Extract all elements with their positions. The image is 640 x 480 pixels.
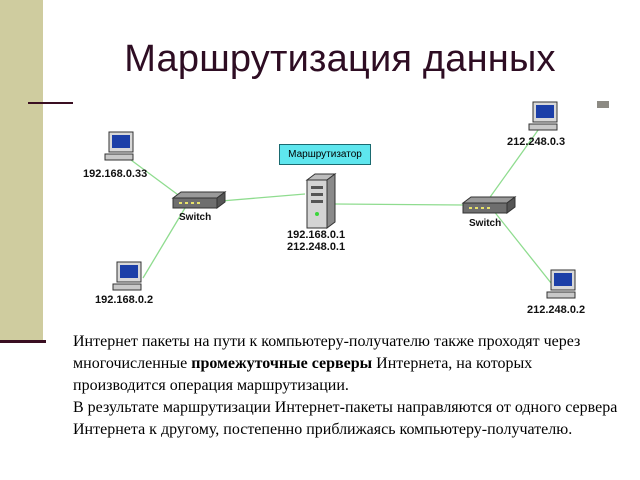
ip-label-pc-bottom-right: 212.248.0.2 <box>527 304 586 316</box>
ip-label-pc-bottom-left: 192.168.0.2 <box>95 294 154 306</box>
paragraph-1-end: Интернета, на которых производится опера… <box>73 355 533 394</box>
router-label-box: Маршрутизатор <box>279 144 371 165</box>
title-rule-left <box>28 102 73 104</box>
switch-label-right: Switch <box>469 218 502 229</box>
switch-icon-right <box>461 196 517 214</box>
switch-label-left: Switch <box>179 212 212 223</box>
link-pc-top-left-switch <box>130 159 186 201</box>
paragraph-1-bold-term: промежуточные серверы <box>191 355 373 372</box>
link-switch-pc-bottom-right <box>492 209 556 289</box>
server-icon <box>305 173 337 229</box>
link-server-switch <box>334 203 464 206</box>
network-links <box>130 125 556 289</box>
server-ip-label-1: 192.168.0.1 <box>287 229 346 241</box>
paragraph-1-start: Интернет пакеты на пути к компьютеру-пол… <box>73 333 581 372</box>
description-paragraph-2: В результате маршрутизации Интернет-паке… <box>73 399 618 438</box>
switch-icon-left <box>171 191 227 209</box>
ip-label-pc-top-right: 212.248.0.3 <box>507 136 566 148</box>
side-decoration-line <box>0 340 46 343</box>
side-decoration-bar <box>0 0 43 343</box>
computer-icon-bottom-left <box>112 261 142 291</box>
description-paragraph-1: Интернет пакеты на пути к компьютеру-пол… <box>73 331 623 397</box>
title-rule-right <box>597 101 609 108</box>
computer-icon-bottom-right <box>546 269 576 299</box>
computer-icon-top-left <box>104 131 134 161</box>
server-ip-label-2: 212.248.0.1 <box>287 241 346 253</box>
network-diagram-canvas <box>104 101 576 299</box>
ip-label-pc-top-left: 192.168.0.33 <box>83 168 148 180</box>
description-text: Интернет пакеты на пути к компьютеру-пол… <box>73 331 623 441</box>
link-pc-bottom-left-switch <box>142 207 186 279</box>
network-diagram: Маршрутизатор 192.168.0.33 192.168.0.2 2… <box>73 98 597 325</box>
slide-title: Маршрутизация данных <box>124 38 556 80</box>
link-switch-server <box>220 193 306 202</box>
computer-icon-top-right <box>528 101 558 131</box>
link-switch-pc-top-right <box>487 125 542 201</box>
